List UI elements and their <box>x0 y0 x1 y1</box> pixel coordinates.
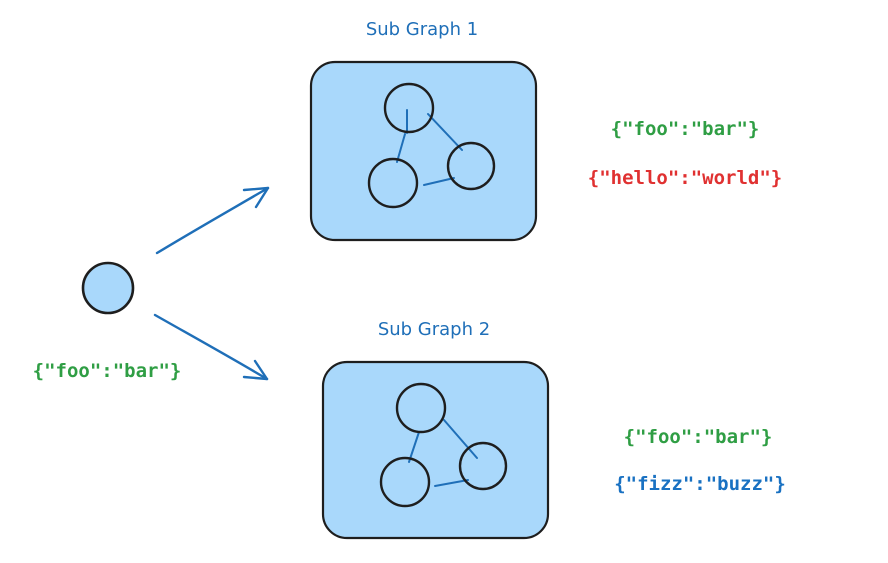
root-state-foo: {"foo":"bar"} <box>33 360 182 382</box>
subgraph-2-network <box>379 382 508 508</box>
root-node <box>81 261 135 315</box>
subgraph-2-box <box>321 360 550 540</box>
subgraph-2-node <box>395 382 447 434</box>
subgraph-2: Sub Graph 2 {"foo":"bar"} {"fizz":"buzz"… <box>321 319 786 540</box>
subgraph-2-state-fizz: {"fizz":"buzz"} <box>614 473 786 495</box>
arrow-line <box>153 313 269 381</box>
arrow-head-icon <box>242 186 270 209</box>
subgraph-2-edge <box>443 419 478 459</box>
subgraph-1-edge <box>423 177 455 186</box>
subgraph-2-edge <box>434 479 469 487</box>
subgraph-1-state-foo: {"foo":"bar"} <box>611 118 760 140</box>
subgraph-2-node <box>379 456 431 508</box>
subgraph-1-edge <box>396 133 406 163</box>
subgraph-2-title: Sub Graph 2 <box>378 319 490 340</box>
subgraph-2-node <box>458 441 508 491</box>
subgraph-1-edge <box>427 113 463 151</box>
subgraph-1-node <box>383 82 435 134</box>
arrow-to-subgraph-2 <box>153 313 269 381</box>
subgraph-1-node <box>367 157 419 209</box>
subgraph-1-title: Sub Graph 1 <box>366 19 478 40</box>
subgraph-1-network <box>367 82 496 209</box>
subgraph-1-state-hello: {"hello":"world"} <box>588 167 782 189</box>
root: {"foo":"bar"} <box>33 186 270 382</box>
subgraph-1-node <box>446 141 496 191</box>
subgraph-1-box <box>309 60 538 242</box>
arrow-line <box>155 186 270 255</box>
subgraph-2-state-foo: {"foo":"bar"} <box>624 426 773 448</box>
subgraph-2-edge <box>408 431 420 463</box>
subgraph-1: Sub Graph 1 {"foo":"bar"} {"hello":"worl… <box>309 19 782 242</box>
arrow-to-subgraph-1 <box>155 186 270 255</box>
arrow-head-icon <box>242 359 269 381</box>
